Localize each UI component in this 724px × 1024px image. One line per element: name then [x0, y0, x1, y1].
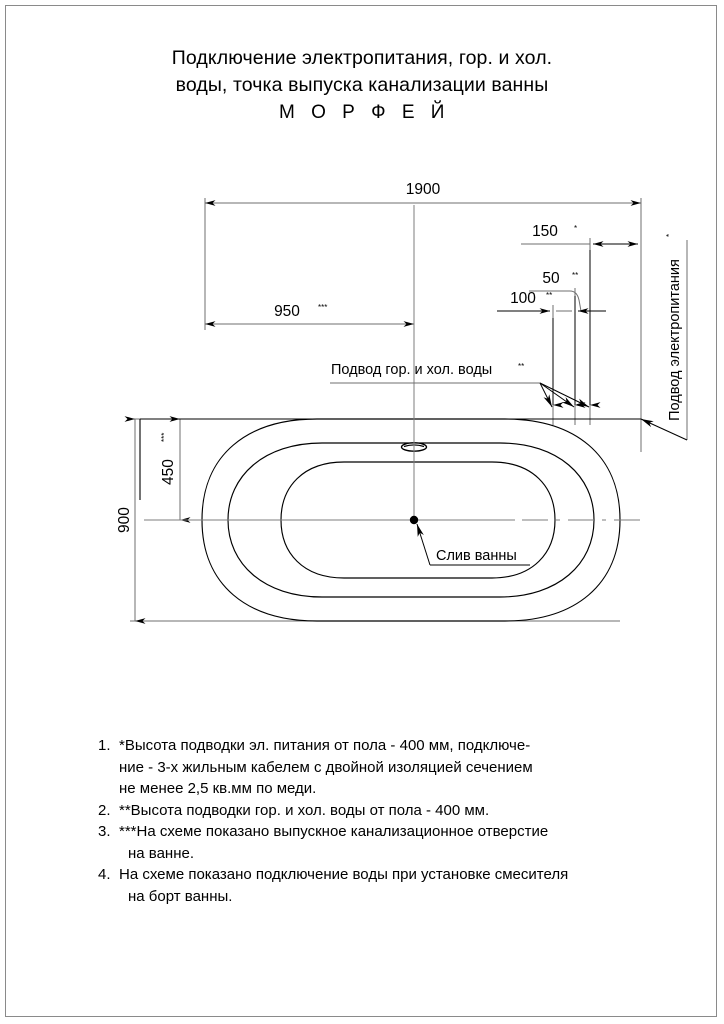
- note-number: 4.: [98, 866, 111, 883]
- note-item: 3. ***На схеме показано выпускное канали…: [98, 821, 678, 864]
- note-line: На схеме показано подключение воды при у…: [119, 866, 569, 883]
- dimension-1900: 1900: [205, 181, 641, 206]
- tub-middle-outline: [227, 442, 595, 598]
- model-name: М О Р Ф Е Й: [279, 102, 450, 123]
- dimension-100-mark: **: [546, 291, 552, 300]
- note-body: **Высота подводки гор. и хол. воды от по…: [119, 800, 678, 822]
- note-body: ***На схеме показано выпускное канализац…: [119, 821, 678, 864]
- dimension-450-text: 450: [160, 459, 177, 485]
- note-item: 4. На схеме показано подключение воды пр…: [98, 864, 678, 907]
- title-block: Подключение электропитания, гор. и хол. …: [0, 45, 724, 126]
- tub-outer-outline: [201, 418, 621, 622]
- title-line-1: Подключение электропитания, гор. и хол.: [171, 47, 553, 69]
- note-line: ние - 3-х жильным кабелем с двойной изол…: [119, 758, 533, 776]
- dimension-100: 100 **: [497, 290, 606, 314]
- drain-leader: Слив ванны: [416, 523, 530, 566]
- note-line: *Высота подводки эл. питания от пола - 4…: [119, 737, 531, 754]
- dimension-100-text: 100: [510, 290, 536, 307]
- dimension-50: 50 **: [529, 270, 582, 312]
- note-body: *Высота подводки эл. питания от пола - 4…: [119, 735, 678, 800]
- dimension-150: 150 *: [521, 223, 638, 247]
- notes-list: 1. *Высота подводки эл. питания от пола …: [98, 735, 678, 907]
- electric-supply-leader: Подвод электропитания *: [640, 234, 688, 441]
- electric-supply-mark: *: [665, 234, 674, 237]
- drain-point: [409, 515, 419, 525]
- tub-outline-group: [201, 418, 621, 622]
- note-item: 1. *Высота подводки эл. питания от пола …: [98, 735, 678, 800]
- note-number: 1.: [98, 737, 111, 754]
- drain-label: Слив ванны: [436, 548, 517, 564]
- center-lines: [144, 205, 640, 521]
- note-item: 2. **Высота подводки гор. и хол. воды от…: [98, 800, 678, 822]
- dimension-950-mark: ***: [318, 303, 327, 312]
- extension-lines: [130, 198, 642, 622]
- note-line: ***На схеме показано выпускное канализац…: [119, 823, 549, 840]
- dimension-1900-text: 1900: [406, 181, 441, 198]
- dimension-950: 950 ***: [205, 303, 414, 327]
- note-number: 2.: [98, 801, 111, 819]
- dimension-150-mark: *: [574, 224, 577, 233]
- tub-inner-outline: [280, 461, 556, 579]
- note-line: **Высота подводки гор. и хол. воды от по…: [119, 801, 490, 819]
- note-line: на ванне.: [128, 844, 195, 862]
- electric-supply-label: Подвод электропитания: [667, 259, 683, 421]
- note-line: на борт ванны.: [128, 887, 233, 905]
- dimension-50-mark: **: [572, 271, 578, 280]
- dimension-50-text: 50: [542, 270, 560, 287]
- dimension-900-text: 900: [116, 507, 133, 533]
- title-line-2: воды, точка выпуска канализации ванны: [175, 74, 549, 96]
- note-body: На схеме показано подключение воды при у…: [119, 864, 678, 907]
- dimension-900: 900: [116, 416, 146, 624]
- dimension-450-mark: ***: [160, 433, 169, 442]
- dimension-150-text: 150: [532, 223, 558, 240]
- water-supply-leader: Подвод гор. и хол. воды **: [330, 362, 590, 408]
- water-supply-mark: **: [518, 362, 524, 371]
- dimension-450: 450 ***: [160, 416, 191, 523]
- note-line: не менее 2,5 кв.мм по меди.: [119, 780, 317, 797]
- water-supply-lines: [552, 250, 601, 408]
- water-supply-label: Подвод гор. и хол. воды: [331, 362, 492, 378]
- note-number: 3.: [98, 823, 111, 840]
- dimension-950-text: 950: [274, 303, 300, 320]
